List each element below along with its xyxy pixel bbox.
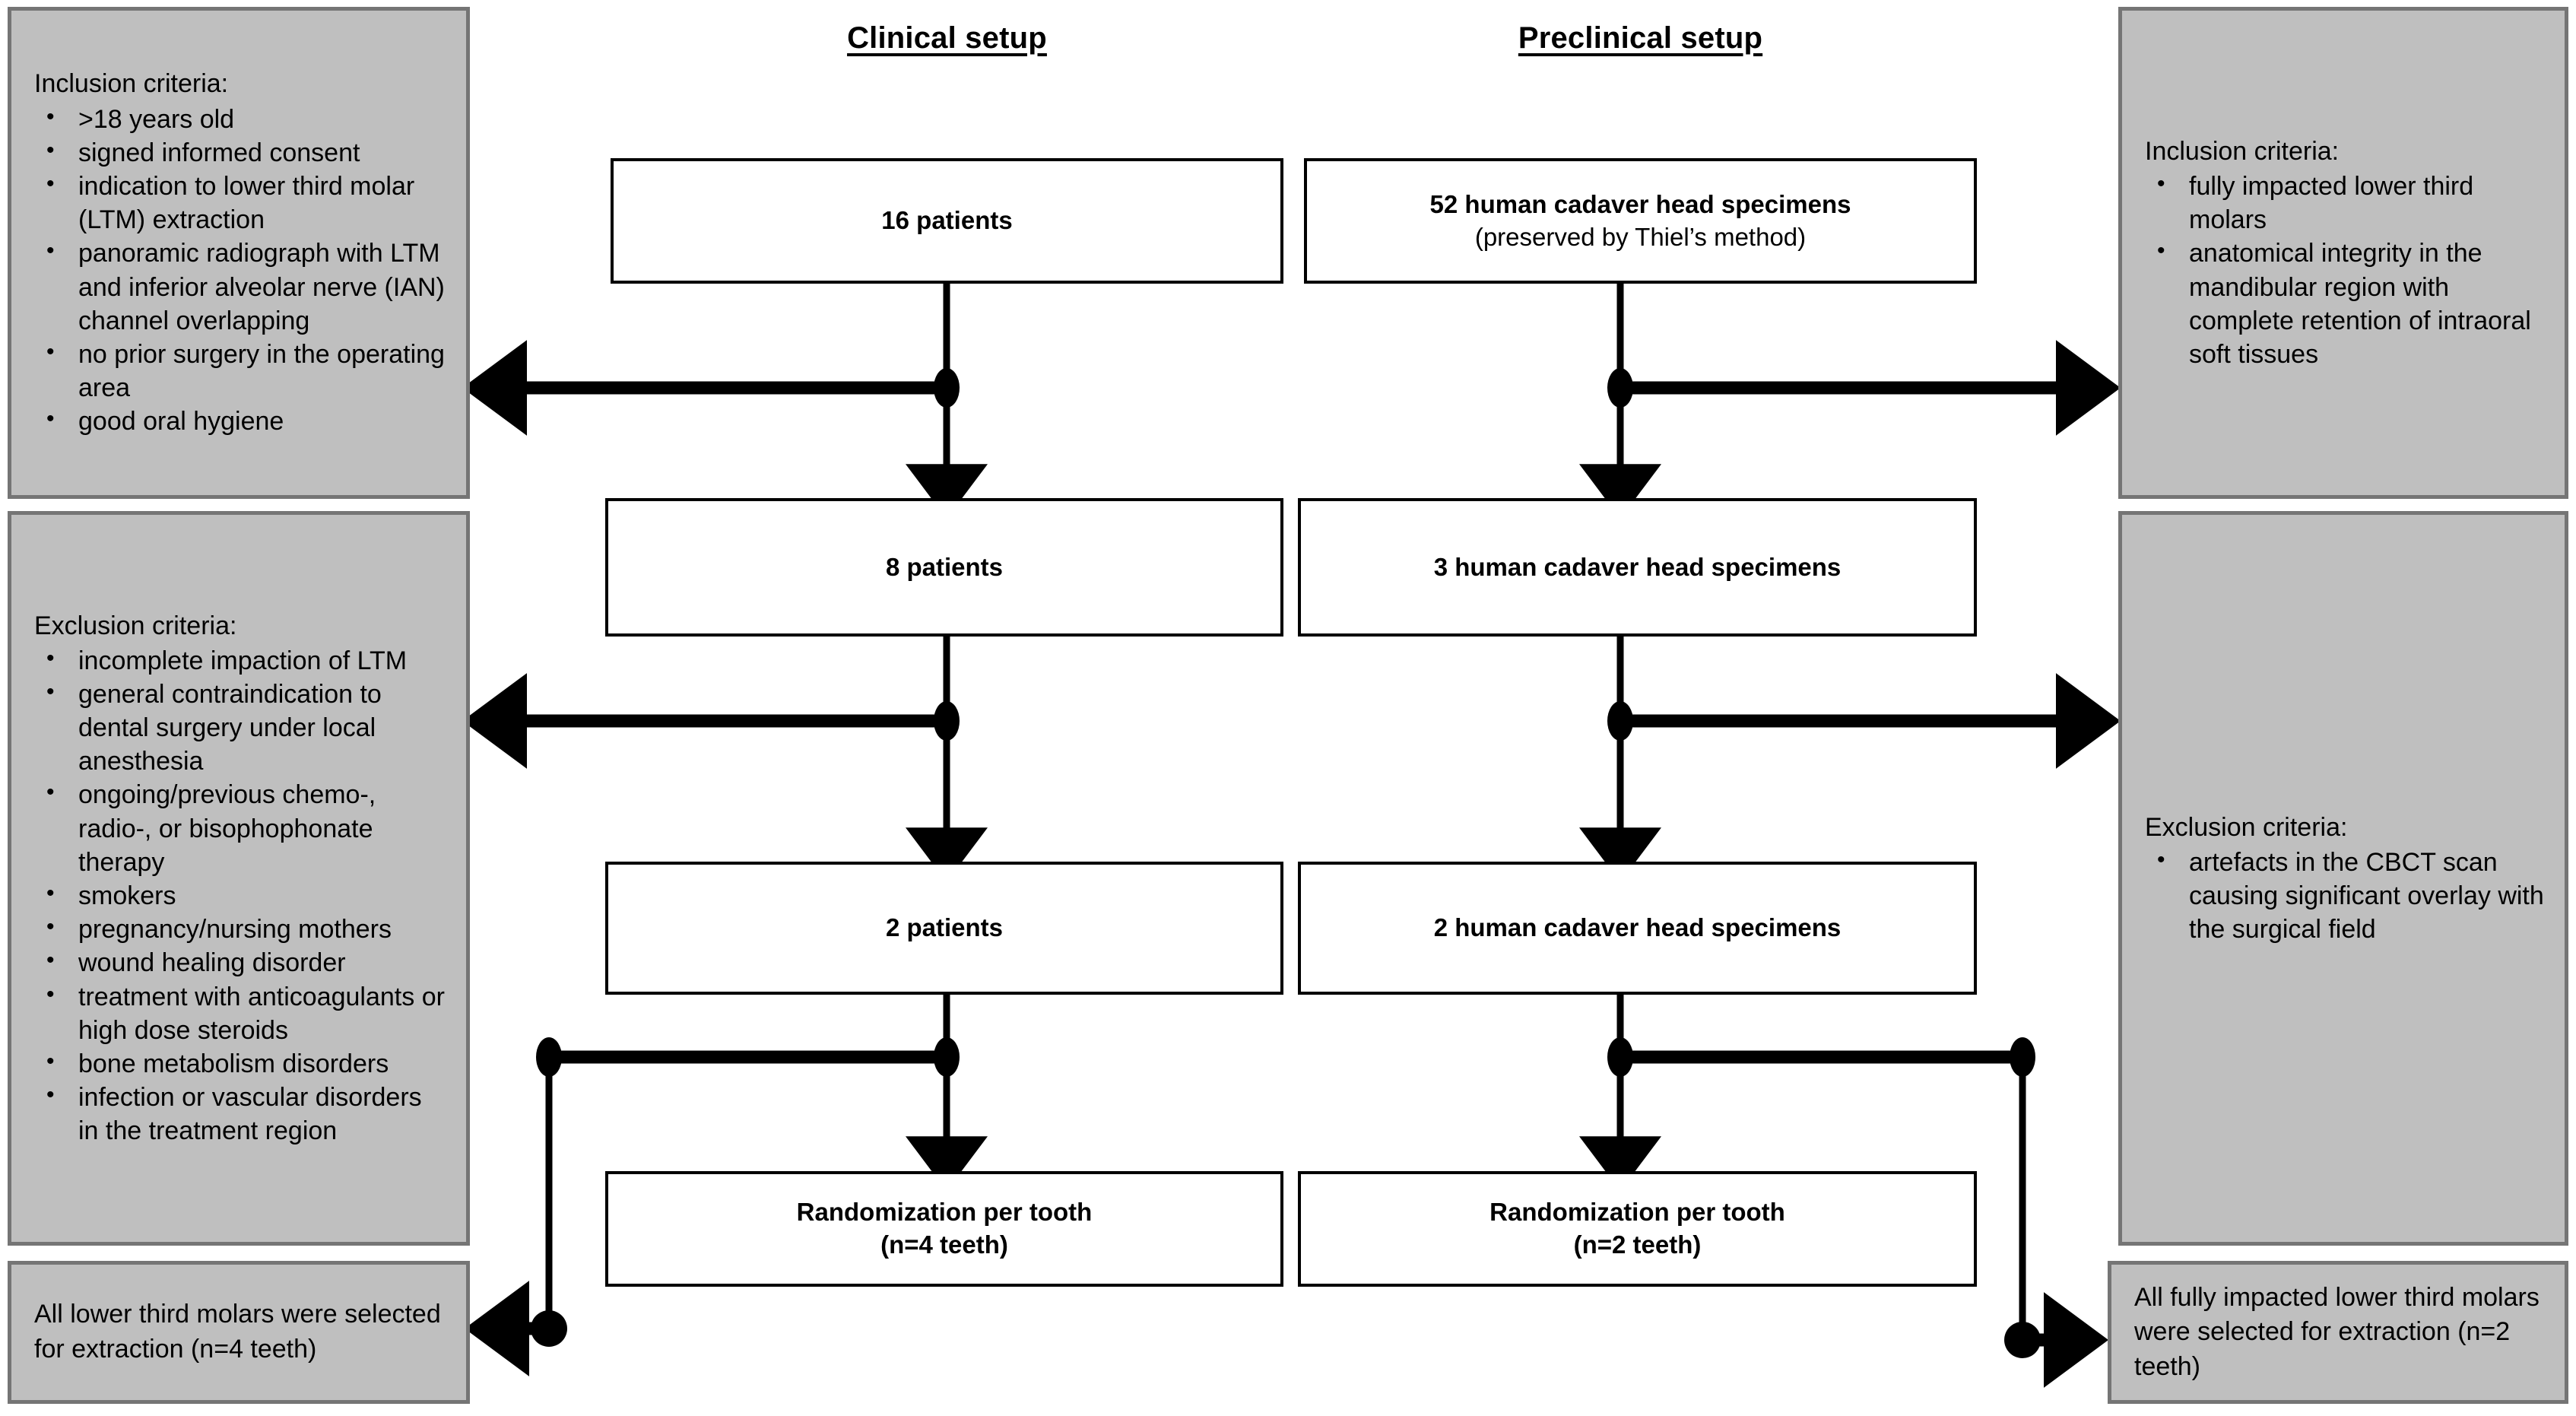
outcome-text: All fully impacted lower third molars we…	[2134, 1282, 2540, 1381]
flow-box-preclinical-stage3: 2 human cadaver head specimens	[1298, 862, 1977, 995]
list-item: fully impacted lower third molars	[2142, 169, 2545, 237]
flow-box-line2: (n=4 teeth)	[880, 1230, 1008, 1259]
list-item: wound healing disorder	[31, 945, 446, 979]
right-inclusion-criteria-panel: Inclusion criteria: fully impacted lower…	[2118, 7, 2568, 499]
criteria-list: fully impacted lower third molars anatom…	[2142, 169, 2545, 371]
column-heading-preclinical: Preclinical setup	[1518, 21, 1763, 55]
left-outcome-panel: All lower third molars were selected for…	[8, 1261, 470, 1404]
list-item: panoramic radiograph with LTM and inferi…	[31, 236, 446, 338]
flow-box-line1: 2 patients	[885, 913, 1004, 942]
list-item: pregnancy/nursing mothers	[31, 912, 446, 946]
panel-title: Exclusion criteria:	[2145, 812, 2348, 842]
criteria-list: >18 years old signed informed consent in…	[31, 102, 446, 439]
outcome-text: All lower third molars were selected for…	[34, 1300, 441, 1364]
flow-box-line1: Randomization per tooth	[796, 1198, 1093, 1227]
list-item: treatment with anticoagulants or high do…	[31, 979, 446, 1047]
list-item: incomplete impaction of LTM	[31, 643, 446, 678]
panel-title: Inclusion criteria:	[34, 69, 229, 99]
column-heading-clinical: Clinical setup	[847, 21, 1047, 55]
list-item: artefacts in the CBCT scan causing signi…	[2142, 845, 2545, 947]
flow-box-preclinical-stage2: 3 human cadaver head specimens	[1298, 498, 1977, 637]
list-item: signed informed consent	[31, 135, 446, 170]
list-item: ongoing/previous chemo-, radio-, or biso…	[31, 777, 446, 879]
list-item: no prior surgery in the operating area	[31, 337, 446, 405]
flow-box-line1: 3 human cadaver head specimens	[1433, 552, 1842, 581]
flow-box-clinical-stage3: 2 patients	[605, 862, 1283, 995]
list-item: general contraindication to dental surge…	[31, 677, 446, 779]
right-exclusion-criteria-panel: Exclusion criteria: artefacts in the CBC…	[2118, 511, 2568, 1246]
flow-box-line2: (preserved by Thiel’s method)	[1474, 222, 1807, 251]
list-item: smokers	[31, 878, 446, 913]
flow-box-line1: 52 human cadaver head specimens	[1429, 189, 1851, 218]
list-item: bone metabolism disorders	[31, 1046, 446, 1081]
flow-box-clinical-stage4: Randomization per tooth (n=4 teeth)	[605, 1171, 1283, 1287]
flow-box-line1: 2 human cadaver head specimens	[1433, 913, 1842, 942]
flow-box-clinical-stage1: 16 patients	[611, 158, 1283, 284]
flow-box-preclinical-stage1: 52 human cadaver head specimens (preserv…	[1304, 158, 1977, 284]
panel-title: Exclusion criteria:	[34, 611, 237, 640]
flow-box-clinical-stage2: 8 patients	[605, 498, 1283, 637]
flow-box-line1: Randomization per tooth	[1489, 1198, 1785, 1227]
flow-box-line1: 8 patients	[885, 552, 1004, 581]
flow-box-preclinical-stage4: Randomization per tooth (n=2 teeth)	[1298, 1171, 1977, 1287]
list-item: good oral hygiene	[31, 404, 446, 438]
criteria-list: artefacts in the CBCT scan causing signi…	[2142, 845, 2545, 947]
flow-box-line2: (n=2 teeth)	[1573, 1230, 1702, 1259]
criteria-list: incomplete impaction of LTM general cont…	[31, 643, 446, 1148]
left-exclusion-criteria-panel: Exclusion criteria: incomplete impaction…	[8, 511, 470, 1246]
right-outcome-panel: All fully impacted lower third molars we…	[2108, 1261, 2568, 1404]
list-item: >18 years old	[31, 102, 446, 136]
list-item: anatomical integrity in the mandibular r…	[2142, 236, 2545, 371]
list-item: infection or vascular disorders in the t…	[31, 1080, 446, 1148]
list-item: indication to lower third molar (LTM) ex…	[31, 169, 446, 237]
panel-title: Inclusion criteria:	[2145, 136, 2340, 166]
left-inclusion-criteria-panel: Inclusion criteria: >18 years old signed…	[8, 7, 470, 499]
flow-box-line1: 16 patients	[881, 206, 1013, 235]
